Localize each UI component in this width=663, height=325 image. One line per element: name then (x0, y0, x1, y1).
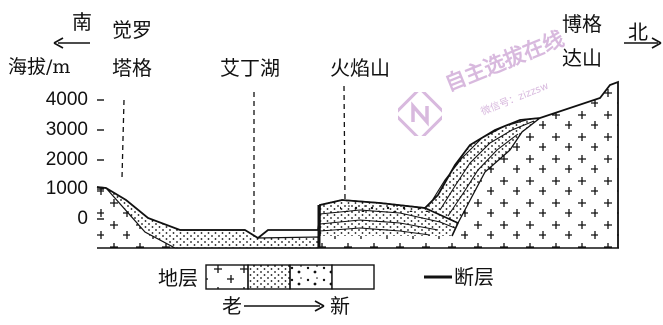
legend-strata (205, 264, 375, 290)
y-tick-0: 0 (77, 208, 88, 229)
north-arrow (624, 37, 662, 49)
legend-strata-label: 地层 (158, 266, 198, 290)
place-bogedashan-line1: 博格 (562, 12, 602, 36)
y-tick-2000: 2000 (45, 149, 88, 170)
north-label: 北 (628, 20, 648, 44)
south-arrow (53, 37, 90, 49)
y-tick-4000: 4000 (45, 89, 88, 110)
y-tick-3000: 3000 (45, 119, 88, 140)
terrain-profile (96, 80, 619, 248)
y-tick-1000: 1000 (45, 178, 88, 199)
leader-juelutage (121, 99, 125, 179)
y-axis-label: 海拔/m (8, 56, 71, 78)
place-huoyanshan: 火焰山 (330, 56, 390, 80)
bedrock-layer (97, 82, 619, 248)
y-axis-ticks (97, 99, 104, 220)
place-juelutage-line2: 塔格 (112, 56, 152, 80)
legend-age-arrow (244, 300, 325, 312)
legend-new-label: 新 (330, 294, 350, 318)
place-juelutage-line1: 觉罗 (112, 18, 152, 42)
legend-fault-label: 断层 (454, 265, 494, 289)
south-label: 南 (72, 10, 92, 34)
place-aiding-lake: 艾丁湖 (220, 56, 280, 80)
legend-old-label: 老 (222, 294, 242, 318)
watermark-logo (392, 86, 448, 142)
place-bogedashan-line2: 达山 (562, 46, 602, 70)
leader-huoyanshan (343, 85, 346, 201)
